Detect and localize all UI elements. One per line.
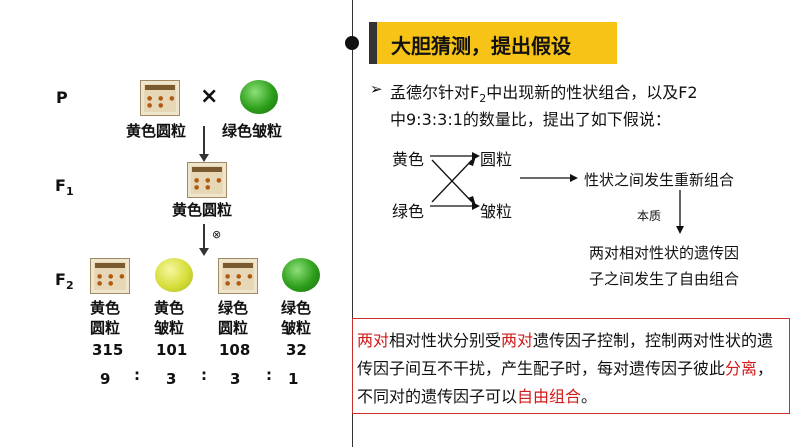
conclusion-line-2: 子之间发生了自由组合 (589, 270, 740, 288)
seed-packet-image: ● ● ●● ● (140, 80, 180, 116)
recombination-arrows (430, 152, 480, 210)
f2-type-1-line2: 圆粒 (90, 319, 121, 337)
arrow-to-result (520, 174, 578, 182)
f2-count-4: 32 (286, 341, 307, 359)
f2-count-3: 108 (219, 341, 251, 359)
f2-type-4-line2: 皱粒 (281, 319, 312, 337)
f2-type-3-line2: 圆粒 (218, 319, 249, 337)
bullet-dot (345, 36, 359, 50)
generation-f1: F1 (55, 176, 74, 199)
essence-label: 本质 (637, 209, 662, 223)
f2-type-4-line1: 绿色 (281, 299, 312, 317)
parent1-label: 黄色圆粒 (126, 122, 187, 140)
bullet-line-2: 中9:3:3:1的数量比，提出了如下假说： (390, 110, 671, 129)
parent2-label: 绿色皱粒 (222, 122, 283, 140)
trait-yellow: 黄色 (392, 150, 425, 169)
f2-type-1-line1: 黄色 (90, 299, 121, 317)
result-text: 性状之间发生重新组合 (584, 171, 735, 189)
green-wrinkled-pea-image (240, 80, 278, 114)
f2-ratio-4: 1 (288, 370, 299, 388)
seed-packet-image: ● ● ●● ● (218, 258, 258, 294)
f1-label: 黄色圆粒 (172, 201, 233, 219)
conclusion-line-1: 两对相对性状的遗传因 (589, 244, 740, 262)
section-title-bar: 大胆猜测，提出假设 (369, 22, 617, 64)
f2-type-2-line1: 黄色 (154, 299, 185, 317)
f2-ratio-2: 3 (166, 370, 177, 388)
seed-packet-image: ● ● ●● ● (90, 258, 130, 294)
bullet-marker: ➢ (370, 80, 383, 98)
title-accent (369, 22, 377, 64)
yellow-wrinkled-pea-image (155, 258, 193, 292)
f2-type-3-line1: 绿色 (218, 299, 249, 317)
green-wrinkled-pea-image (282, 258, 320, 292)
seed-packet-image: ● ● ●● ● (187, 162, 227, 198)
section-title: 大胆猜测，提出假设 (391, 34, 571, 58)
arrow-down-essence (676, 190, 684, 234)
generation-p: P (56, 88, 68, 107)
trait-wrinkled: 皱粒 (480, 202, 513, 221)
f2-ratio-3: 3 (230, 370, 241, 388)
vertical-divider (352, 0, 353, 447)
generation-f2: F2 (55, 270, 74, 293)
f2-ratio-1: 9 (100, 370, 111, 388)
f2-count-2: 101 (156, 341, 188, 359)
f2-type-2-line2: 皱粒 (154, 319, 185, 337)
trait-round: 圆粒 (480, 150, 513, 169)
summary-text: 两对相对性状分别受两对遗传因子控制，控制两对性状的遗传因子间互不干扰，产生配子时… (357, 331, 774, 406)
f2-count-1: 315 (92, 341, 124, 359)
ratio-colon: : (201, 366, 207, 384)
bullet-line-1: 孟德尔针对F2中出现新的性状组合，以及F2 (390, 83, 698, 106)
arrow-p-to-f1 (199, 126, 209, 162)
ratio-colon: : (266, 366, 272, 384)
arrow-f1-to-f2 (199, 224, 209, 256)
self-cross-symbol: ⊗ (212, 228, 222, 241)
ratio-colon: : (134, 366, 140, 384)
trait-green: 绿色 (392, 202, 425, 221)
cross-symbol: × (200, 84, 219, 109)
summary-box: 两对相对性状分别受两对遗传因子控制，控制两对性状的遗传因子间互不干扰，产生配子时… (352, 318, 790, 414)
